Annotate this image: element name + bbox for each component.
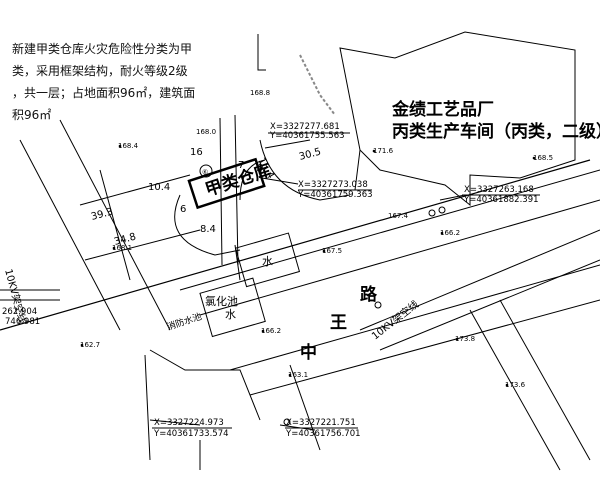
boundary-line [144, 354, 151, 461]
elevation-label: 162.7 [80, 341, 100, 349]
elevation-label: 168.5 [533, 154, 553, 162]
property-line [299, 54, 336, 116]
pool-label: 消防水池 [165, 310, 203, 333]
boundary-line [149, 349, 261, 421]
coord-x: 262.904 [2, 307, 37, 317]
elevation-label: 166.2 [440, 229, 460, 237]
pool-outline [234, 232, 301, 288]
coord-x: X=3327221.751 [286, 418, 356, 428]
boundary-line [354, 149, 361, 191]
pool-outline [199, 277, 266, 338]
leader-line [149, 419, 201, 426]
building-number-circle [199, 164, 213, 178]
road-name-char: 中 [300, 342, 317, 363]
coord-y: Y=40361882.391 [463, 195, 539, 205]
road-edge [499, 299, 591, 461]
elevation-label: 167.4 [388, 212, 409, 220]
elevation-label: 163.1 [288, 371, 308, 379]
warehouse-outline [187, 157, 266, 210]
coord-x: X=3327277.681 [270, 122, 340, 132]
elevation-label: 171.6 [373, 147, 394, 155]
road-edge [469, 309, 561, 471]
road-edge [379, 259, 600, 351]
pool-label: 水 [225, 308, 236, 321]
factory-workshop: 丙类生产车间（丙类，二级） [392, 121, 600, 142]
factory-name: 金绩工艺品厂 [391, 99, 494, 120]
description-line: 类，采用框架结构，耐火等级2级 [12, 64, 188, 78]
description-line: ，共一层；占地面积96㎡，建筑面 [12, 86, 196, 100]
coord-x: X=3327273.038 [298, 180, 368, 190]
access-path [174, 194, 241, 256]
survey-point [455, 337, 459, 341]
description-line: 积96㎡ [12, 108, 52, 122]
survey-point [505, 383, 509, 387]
coord-y: 746.981 [5, 317, 40, 327]
road-edge [0, 159, 591, 331]
pool-label: 水 [262, 255, 273, 268]
description-note: 新建甲类仓库火灾危险性分类为甲 类，采用框架结构，耐火等级2级 ，共一层；占地面… [12, 38, 217, 126]
survey-point [322, 249, 326, 253]
coord-y: Y=40361755.563 [269, 131, 345, 141]
dimension-line [79, 174, 191, 206]
boundary-line [219, 117, 223, 266]
warehouse-number: ⑥ [202, 169, 208, 177]
survey-point [288, 373, 292, 377]
road-edge [249, 299, 600, 396]
dimension-label: 8.4 [200, 224, 216, 235]
coord-y: Y=40361756.701 [285, 429, 361, 439]
coord-x: X=3327263.168 [464, 185, 534, 195]
elevation-label: 166.2 [261, 327, 281, 335]
coord-x: X=3327224.973 [154, 418, 224, 428]
leader-line [439, 194, 466, 201]
road-edge [179, 169, 600, 291]
leader-line [264, 139, 311, 149]
survey-point [80, 343, 84, 347]
boundary-line [257, 34, 266, 71]
survey-point [532, 156, 536, 160]
description-line: 新建甲类仓库火灾危险性分类为甲 [12, 42, 193, 56]
elevation-label: 168.1 [112, 244, 132, 252]
dimension-line [99, 169, 131, 281]
survey-point [261, 329, 265, 333]
road-edge [229, 264, 600, 371]
elevation-label: 168.0 [196, 128, 216, 136]
coord-y: Y=40361733.574 [153, 429, 229, 439]
elevation-label: 173.6 [505, 381, 526, 389]
access-path [259, 139, 351, 201]
boundary-line [234, 114, 239, 266]
pool-label: 氯化池 [205, 294, 238, 308]
dimension-label: 10.4 [148, 182, 170, 193]
road-edge [199, 199, 600, 316]
elevation-label: 168.8 [250, 89, 270, 97]
elevation-label: 173.8 [455, 335, 475, 343]
boundary-line [289, 364, 321, 451]
survey-point [112, 246, 116, 250]
survey-point [440, 231, 444, 235]
dimension-line [84, 229, 201, 261]
utility-pole [283, 418, 291, 426]
boundary-line [19, 139, 121, 331]
factory-outline [339, 31, 576, 207]
utility-pole [428, 209, 436, 217]
elevation-label: 167.5 [322, 247, 342, 255]
utility-pole [374, 301, 382, 309]
survey-point [118, 144, 122, 148]
survey-point [372, 149, 376, 153]
dimension-label: 6 [180, 204, 186, 215]
leader-line [261, 177, 299, 185]
utility-pole [438, 206, 446, 214]
elevation-label: 168.4 [118, 142, 139, 150]
dimension-label: 7 [238, 160, 244, 171]
coord-y: Y=40361759.363 [297, 190, 373, 200]
boundary-line [234, 244, 241, 281]
road-edge [359, 229, 600, 331]
dimension-label: 39.3 [90, 207, 114, 223]
dimension-label: 30.5 [298, 147, 322, 163]
road-name-char: 路 [360, 284, 378, 305]
road-name-char: 王 [330, 313, 347, 333]
dimension-label: 16 [190, 147, 203, 158]
